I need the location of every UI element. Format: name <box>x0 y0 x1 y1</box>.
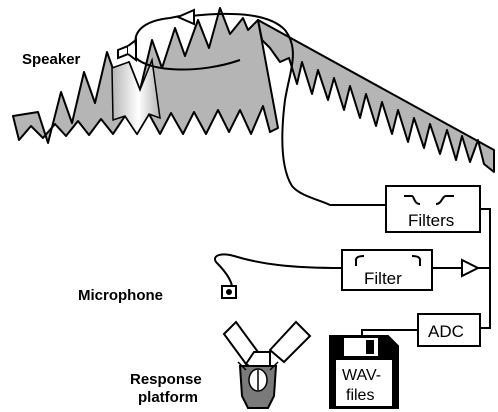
wav-label-line2: files <box>346 387 374 404</box>
filters-box: Filters <box>385 185 481 233</box>
filters-label: Filters <box>408 211 454 230</box>
filter-box: Filter <box>341 249 433 291</box>
amplifier-triangle-icon-2 <box>461 258 481 278</box>
filter-label: Filter <box>364 269 402 288</box>
filter-curve-icon <box>404 195 454 205</box>
foam-panel-left <box>12 7 279 144</box>
amplifier-triangle-icon <box>175 8 195 26</box>
speaker-label: Speaker <box>22 51 81 68</box>
foam-wedges-right <box>257 19 495 173</box>
filter-curve-icon-2 <box>355 255 421 266</box>
response-label-line1: Response <box>130 371 202 388</box>
response-platform-icon <box>222 320 312 409</box>
response-label-line2: platform <box>138 389 198 406</box>
speaker-icon <box>117 38 137 62</box>
speaker-cable <box>134 12 386 206</box>
microphone-cable <box>214 253 343 287</box>
wav-label-line1: WAV- <box>342 367 381 384</box>
speaker-cable-loop <box>135 57 241 71</box>
floppy-disk-icon: WAV- files <box>329 335 399 409</box>
speaker-sound-cone <box>111 57 161 136</box>
adc-label: ADC <box>428 322 464 341</box>
microphone-label: Microphone <box>78 287 163 304</box>
adc-box: ADC <box>417 313 481 347</box>
microphone-icon <box>221 285 237 299</box>
foam-panel-right <box>257 19 495 173</box>
